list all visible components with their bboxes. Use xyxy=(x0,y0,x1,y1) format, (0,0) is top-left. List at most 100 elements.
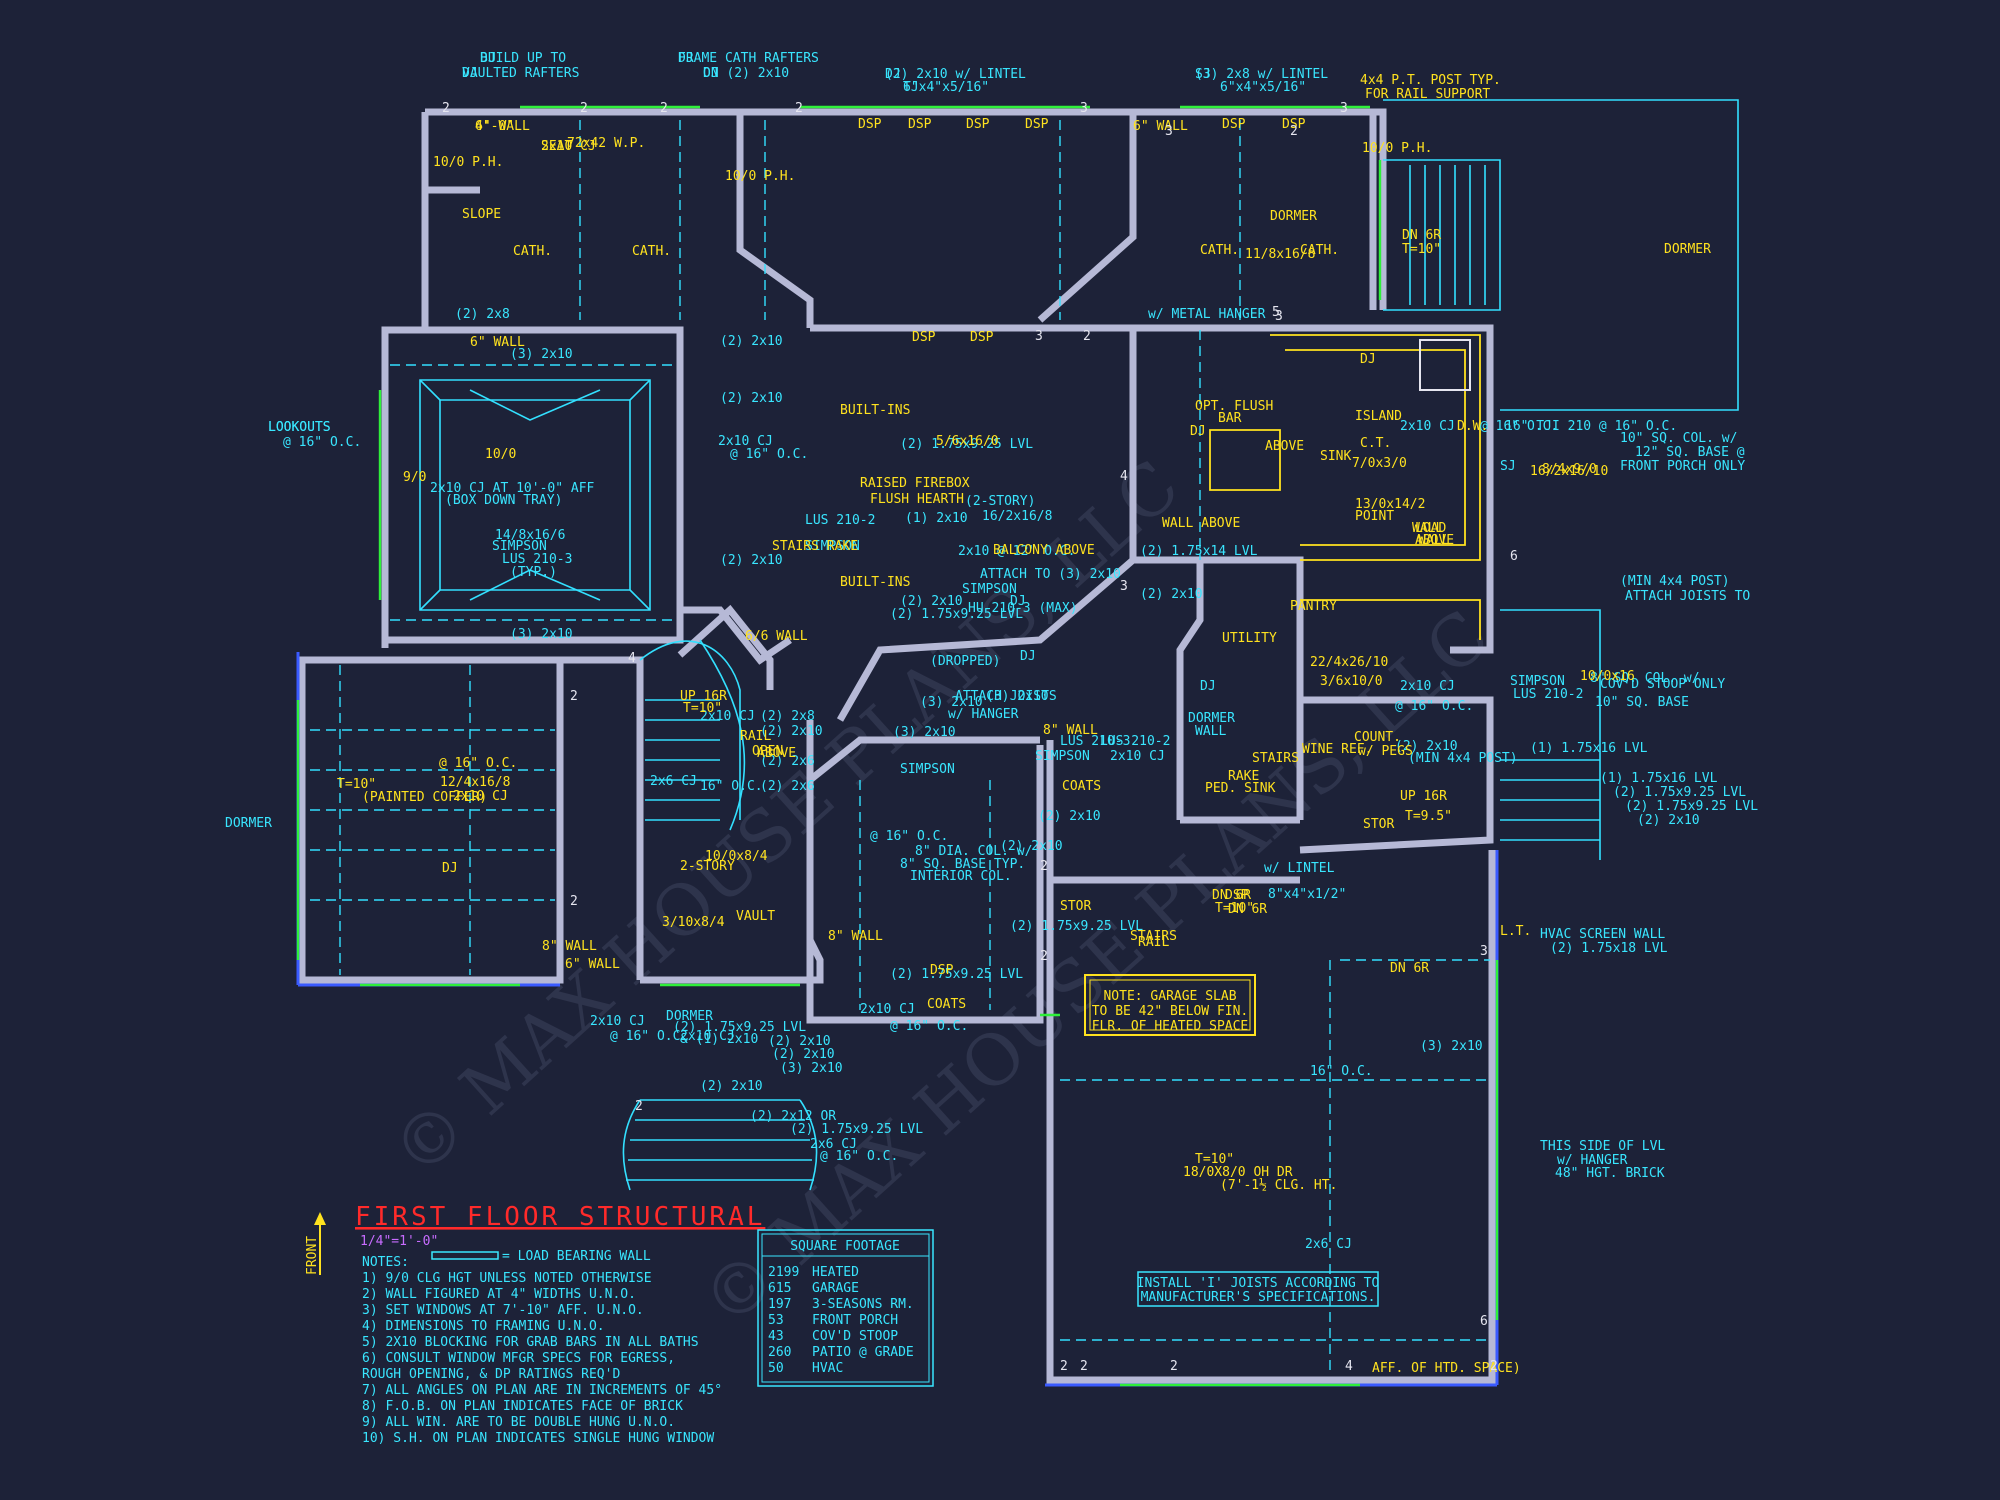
structural-callout: (2) 1.75x9.25 LVL xyxy=(1613,785,1746,800)
structural-callout: w/ HANGER xyxy=(948,707,1019,722)
plan-label: @ 16" O.C. xyxy=(439,756,517,771)
structural-callout: (2) 2x10 xyxy=(1395,739,1458,754)
structural-callout: WALL xyxy=(1195,724,1226,739)
structural-callout: 6"x4"x5/16" xyxy=(1220,80,1306,95)
structural-callout: 6"x4"x5/16" xyxy=(903,80,989,95)
structural-callout: 2x6 CJ xyxy=(650,774,697,789)
structural-callout: 2x10 CJ xyxy=(680,1029,735,1044)
plan-label: w/ PEGS xyxy=(1358,744,1413,759)
window-mark: 2 xyxy=(442,101,450,116)
plan-label: STAIRS xyxy=(1252,751,1299,766)
plan-label: 6" WALL xyxy=(475,119,530,134)
structural-callout: @ 16" O.C. xyxy=(1395,699,1473,714)
structural-callout: SIMPSON xyxy=(492,539,547,554)
structural-callout: (2) 2x12 OR xyxy=(750,1109,836,1124)
structural-callout: 8" DIA. COL. w/ xyxy=(915,844,1032,859)
structural-callout: 16/2x16/8 xyxy=(982,509,1052,524)
rear-stoop-steps xyxy=(1500,609,1601,860)
plan-label: COATS xyxy=(1062,779,1101,794)
plan-label: STAIRS RAKE xyxy=(772,539,858,554)
tji-note-line-1: INSTALL 'I' JOISTS ACCORDING TO xyxy=(1137,1276,1380,1291)
structural-callout: DJ xyxy=(678,51,694,66)
plan-label: STOR xyxy=(1363,817,1394,832)
structural-callout: (2) 2x10 xyxy=(720,553,783,568)
structural-callout: (2) 2x10 xyxy=(700,1079,763,1094)
plan-label: 13/0x14/2 xyxy=(1355,497,1425,512)
structural-callout: THIS SIDE OF LVL xyxy=(1540,1139,1665,1154)
structural-callout: ATTACH JOISTS TO xyxy=(1625,589,1750,604)
plan-label: 10/0 P.H. xyxy=(1362,141,1432,156)
plan-label: OPEN xyxy=(752,744,783,759)
structural-callout: (2) 2x10 xyxy=(900,594,963,609)
plan-label: DJ xyxy=(1190,424,1206,439)
plan-label: DN 6R xyxy=(1402,228,1441,243)
structural-callout: DJ xyxy=(703,66,719,81)
window-mark: 3 xyxy=(1480,944,1488,959)
note-9: 9) ALL WIN. ARE TO BE DOUBLE HUNG U.N.O. xyxy=(362,1415,675,1430)
window-mark: 4 xyxy=(1120,469,1128,484)
structural-callout: HVAC SCREEN WALL xyxy=(1540,927,1665,942)
plan-label: STAIRS xyxy=(1130,929,1177,944)
sqft-value: 197 xyxy=(768,1297,791,1312)
structural-callout: ATTACH JOISTS xyxy=(955,689,1057,704)
structural-callout: DJ xyxy=(885,67,901,82)
plan-label: DN 6R xyxy=(1390,961,1429,976)
plan-label: DSP xyxy=(966,117,990,132)
structural-callout: 16" O.C. xyxy=(1310,1064,1373,1079)
structural-callout: (2) 1.75x9.25 LVL xyxy=(673,1020,806,1035)
plan-label: T=10" xyxy=(1195,1152,1234,1167)
structural-callout: SIMPSON xyxy=(805,539,860,554)
window-mark: 4 xyxy=(1345,1359,1353,1374)
sqft-value: 2199 xyxy=(768,1265,799,1280)
sqft-label: PATIO @ GRADE xyxy=(812,1345,914,1360)
structural-callout: 12" SQ. BASE @ xyxy=(1635,445,1745,460)
window-mark: 2 xyxy=(1290,124,1298,139)
plan-label: LOAD xyxy=(1415,521,1446,536)
structural-callout: (2) 2x10 xyxy=(1038,809,1101,824)
plan-label: RAIL xyxy=(740,729,771,744)
plan-label: 8" WALL xyxy=(828,929,883,944)
tji-note-box: INSTALL 'I' JOISTS ACCORDING TO MANUFACT… xyxy=(1137,1271,1380,1307)
plan-label: 12/4x16/8 xyxy=(440,775,510,790)
structural-callout: (BOX DOWN TRAY) xyxy=(445,493,562,508)
sqft-label: 3-SEASONS RM. xyxy=(812,1297,914,1312)
plan-label: UP 16R xyxy=(680,689,727,704)
structural-callout: DORMER xyxy=(1188,711,1235,726)
structural-callout: DORMER xyxy=(666,1009,713,1024)
plan-label: 16/2x16/10 xyxy=(1530,464,1608,479)
notes-header: NOTES: xyxy=(362,1255,409,1270)
structural-callout: (2) 1.75x9.25 LVL xyxy=(1625,799,1758,814)
structural-callout: SJ xyxy=(1195,67,1211,82)
structural-callout: LUS 210-3 xyxy=(1060,734,1130,749)
sqft-label: COV'D STOOP xyxy=(812,1329,898,1344)
plan-label: 4x4 P.T. POST TYP. xyxy=(1360,73,1501,88)
structural-callout: BUILD UP TO xyxy=(480,51,566,66)
plan-label: DORMER xyxy=(1664,242,1711,257)
plan-label: D.W. xyxy=(1457,419,1488,434)
window-mark: 2 xyxy=(795,101,803,116)
tji-note-line-2: MANUFACTURER'S SPECIFICATIONS. xyxy=(1141,1290,1376,1305)
structural-callout: HU 210-3 (MAX) xyxy=(968,601,1078,616)
structural-callout: @ 16" O.C. xyxy=(730,447,808,462)
structural-callout: (2) 1.75x9.25 LVL xyxy=(900,437,1033,452)
plan-label: CATH. xyxy=(1300,243,1339,258)
plan-label: DJ xyxy=(1360,352,1376,367)
structural-callout: w/ LINTEL xyxy=(1264,861,1335,876)
plan-label: 11/8x16/8 xyxy=(1245,247,1315,262)
plan-label: STOR xyxy=(1060,899,1091,914)
structural-callout: 2x10 CJ xyxy=(590,1014,645,1029)
plan-label: 7/0x3/0 xyxy=(1352,456,1407,471)
plan-label: DSP xyxy=(1025,117,1049,132)
structural-callout: w/ HANGER xyxy=(1557,1153,1628,1168)
structural-callout: 16" TJI 210 @ 16" O.C. xyxy=(1505,419,1677,434)
structural-callout: SJ xyxy=(1500,459,1516,474)
structural-callout: ON (2) 2x10 xyxy=(703,66,789,81)
structural-callout: @ 16" O.C. xyxy=(610,1029,688,1044)
window-mark: 3 xyxy=(1080,101,1088,116)
structural-callout: (1) 1.75x16 LVL xyxy=(1600,771,1718,786)
structural-callout: (3) 2x10 xyxy=(1420,1039,1483,1054)
structural-callout: (2) 2x10 xyxy=(720,334,783,349)
